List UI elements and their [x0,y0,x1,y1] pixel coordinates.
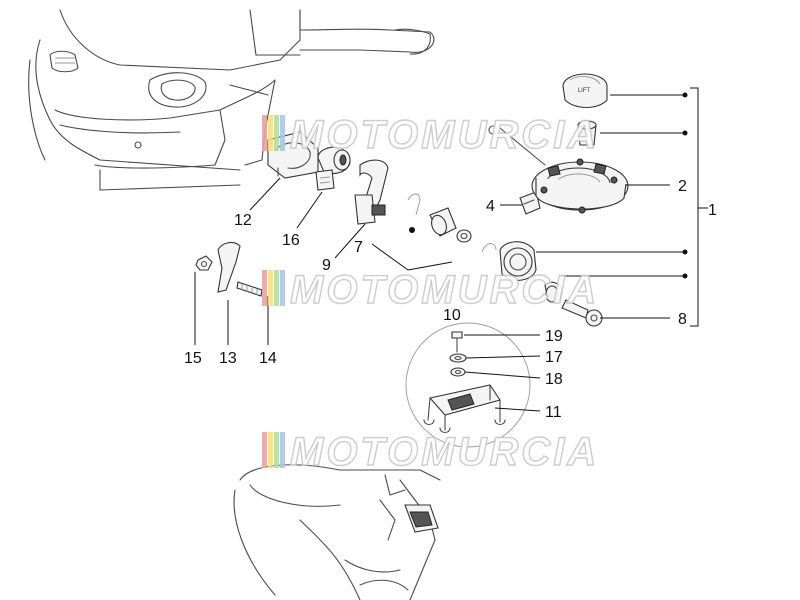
callout-18: 18 [545,371,563,388]
part-15-nut [195,255,213,271]
lock-cylinder [481,241,563,303]
callout-16: 16 [282,232,300,249]
wm-stripe [274,270,279,306]
wm-stripe [280,270,285,306]
detail-circle [405,322,531,448]
callout-15: 15 [184,350,202,367]
wm-stripe [280,115,285,151]
leader-lines [194,92,688,412]
watermark-2: MOTOMURCIA [262,267,599,313]
watermark-3: MOTOMURCIA [262,429,599,475]
wm-stripe [274,115,279,151]
watermark-text: MOTOMURCIA [290,113,599,157]
callout-2: 2 [678,178,687,195]
part-18-washer [450,367,466,377]
wm-stripe [262,115,267,151]
wm-stripe [262,270,267,306]
callout-12: 12 [234,212,252,229]
wm-stripe [268,432,273,468]
part-19-bolt [451,331,463,353]
wm-stripe [268,115,273,151]
wm-stripe [280,432,285,468]
group-bracket-1 [690,87,708,327]
callout-14: 14 [259,350,277,367]
part-8-key [561,299,603,327]
callout-17: 17 [545,349,563,366]
part-17-washer [449,353,467,363]
wm-stripe [274,432,279,468]
part-11-bracket [423,384,506,434]
part-9-bracket [354,159,389,225]
callout-labels: 1 2 4 7 8 9 10 11 12 13 14 15 16 17 18 1… [184,178,717,421]
part-7-bushing [407,193,472,243]
callout-10: 10 [443,307,461,324]
callout-9: 9 [322,257,331,274]
watermark-text: MOTOMURCIA [290,268,599,312]
part-2-filler-flange [488,125,629,214]
watermark-text: MOTOMURCIA [290,430,599,474]
wm-stripe [268,270,273,306]
callout-19: 19 [545,328,563,345]
wm-stripe [262,432,267,468]
callout-8: 8 [678,311,687,328]
callout-7: 7 [354,239,363,256]
part-13-clamp [217,241,241,293]
fuel-cap: LIFT [562,73,608,109]
callout-1: 1 [708,202,717,219]
part-14-screw [236,281,263,297]
part-4-clip [519,191,541,215]
scooter-rear-outline [233,464,441,600]
part-16-ignition-switch [315,146,351,191]
watermark-1: MOTOMURCIA [262,112,599,158]
callout-13: 13 [219,350,237,367]
callout-4: 4 [486,198,495,215]
cap-label: LIFT [578,88,591,94]
cap-insert [577,120,597,146]
callout-11: 11 [545,404,562,421]
